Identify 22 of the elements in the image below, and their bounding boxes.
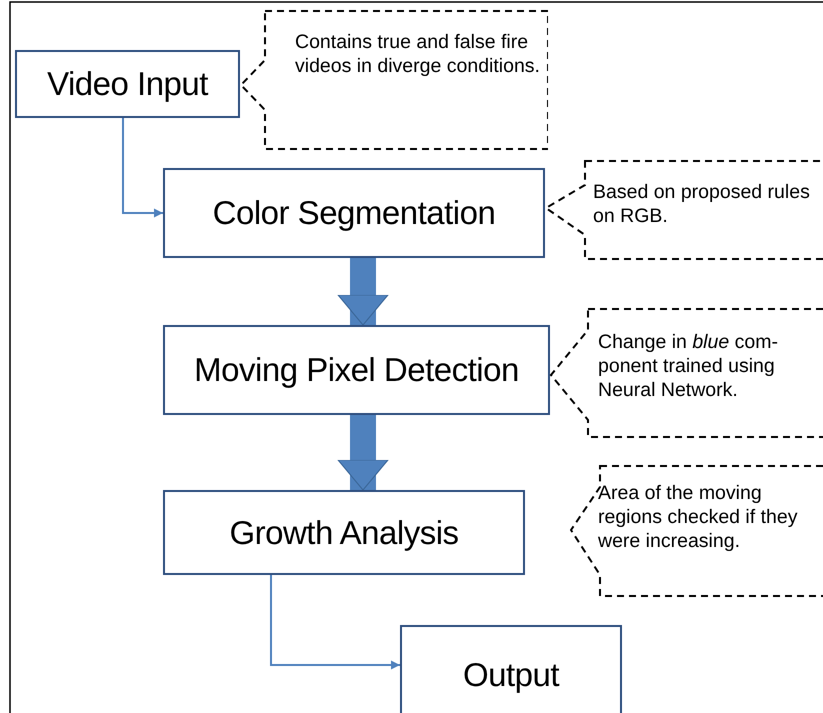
callout-note: [550, 308, 823, 438]
callout-note: [570, 465, 823, 597]
process-box: [15, 50, 240, 118]
step-label: Growth Analysis: [229, 514, 459, 552]
step-label: Color Segmentation: [212, 194, 496, 232]
process-box: [400, 625, 622, 713]
step-label: Output: [462, 656, 560, 694]
arrow: [122, 118, 163, 218]
arrow: [270, 575, 400, 670]
note-text: Change in blue com- ponent trained using Neural Network.: [598, 330, 779, 402]
block-arrow: [338, 258, 388, 326]
step-label: Moving Pixel Detection: [194, 351, 519, 389]
note-text: Contains true and false fire videos in diverge conditions.: [295, 30, 541, 78]
note-text: Area of the moving regions checked if they were increasing.: [598, 481, 798, 553]
callout-note: [240, 10, 548, 150]
process-box: [163, 168, 545, 258]
process-box: [163, 325, 550, 415]
block-arrow: [338, 415, 388, 490]
note-text: Based on proposed rules on RGB.: [593, 180, 811, 228]
step-label: Video Input: [47, 65, 208, 103]
process-box: [163, 490, 525, 575]
callout-note: [545, 160, 823, 260]
